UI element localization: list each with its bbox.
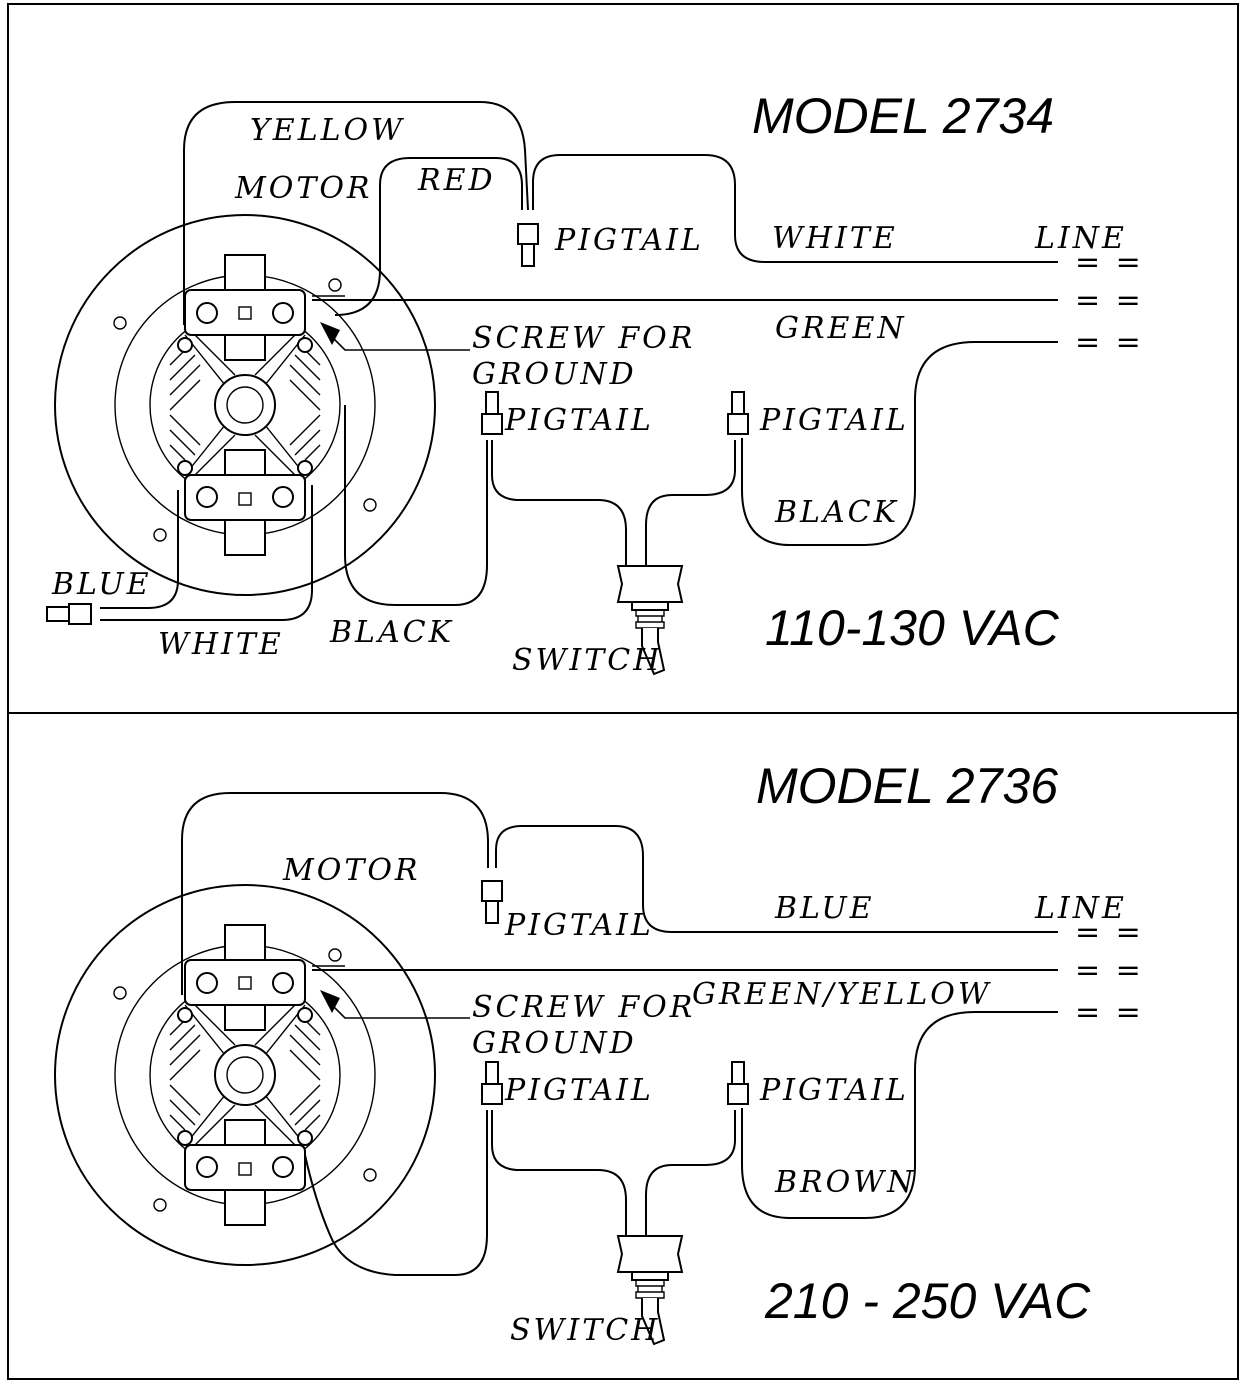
line-dashes-1: = =: [1075, 915, 1144, 950]
wire-yellow: [183, 101, 529, 325]
wire-brown-line: [741, 1011, 1058, 1219]
label-pigtail-right: PIGTAIL: [759, 403, 909, 438]
panel-model-2736: MODEL 2736 210 - 250 VAC MOTOR PIGTAIL B…: [54, 758, 1144, 1348]
line-dashes-1: = =: [1075, 245, 1144, 280]
label-pigtail-left: PIGTAIL: [504, 1073, 654, 1108]
label-line: LINE: [1034, 891, 1127, 926]
wire-switch-right: [645, 440, 736, 565]
label-pigtail-left: PIGTAIL: [504, 403, 654, 438]
pigtail-left: [481, 391, 503, 435]
motor: [54, 884, 436, 1266]
model-title: MODEL 2736: [756, 758, 1058, 814]
label-black-motor: BLACK: [329, 615, 454, 650]
label-switch: SWITCH: [512, 643, 662, 678]
label-green: GREEN: [775, 311, 907, 346]
wire-motor-top: [181, 792, 489, 995]
ground-arrowhead: [320, 990, 340, 1013]
ground-arrowhead: [320, 322, 340, 345]
label-switch: SWITCH: [510, 1313, 660, 1348]
wire-black-motor: [344, 405, 488, 606]
label-white-line: WHITE: [772, 221, 898, 256]
label-white-motor: WHITE: [158, 627, 284, 662]
voltage-rating: 210 - 250 VAC: [764, 1273, 1091, 1329]
wire-black-line: [741, 341, 1058, 546]
label-yellow: YELLOW: [250, 113, 405, 148]
label-blue: BLUE: [51, 567, 152, 602]
label-ground: GROUND: [472, 1026, 637, 1061]
wire-motor-bottom: [304, 1110, 488, 1276]
wire-switch-left: [491, 1110, 627, 1235]
line-dashes-3: = =: [1075, 325, 1144, 360]
pigtail-right: [727, 391, 749, 435]
wire-blue-line: [495, 825, 1058, 933]
pigtail-top: [517, 223, 539, 267]
label-pigtail-right: PIGTAIL: [759, 1073, 909, 1108]
wire-red: [334, 157, 523, 316]
line-dashes-2: = =: [1075, 953, 1144, 988]
line-dashes-3: = =: [1075, 995, 1144, 1030]
label-motor: MOTOR: [282, 853, 421, 888]
label-ground: GROUND: [472, 357, 637, 392]
motor: [54, 214, 436, 596]
wire-blue: [100, 490, 179, 609]
label-blue-line: BLUE: [774, 891, 875, 926]
label-screw-for: SCREW FOR: [472, 990, 695, 1025]
pigtail-right: [727, 1061, 749, 1105]
diagram-frame: [7, 3, 1239, 1380]
pigtail-top: [481, 880, 503, 924]
label-pigtail-top: PIGTAIL: [504, 908, 654, 943]
label-screw-for: SCREW FOR: [472, 321, 695, 356]
wire-switch-left: [491, 440, 627, 565]
wire-white-motor: [100, 485, 313, 621]
pigtail-left: [481, 1061, 503, 1105]
line-dashes-2: = =: [1075, 283, 1144, 318]
voltage-rating: 110-130 VAC: [765, 600, 1060, 656]
label-line: LINE: [1034, 221, 1127, 256]
label-brown: BROWN: [774, 1165, 916, 1200]
label-black-line: BLACK: [774, 495, 899, 530]
label-pigtail-top: PIGTAIL: [554, 223, 704, 258]
panel-model-2734: MODEL 2734 110-130 VAC YELLO: [46, 88, 1144, 678]
wire-switch-right: [645, 1110, 736, 1235]
label-green-yellow: GREEN/YELLOW: [692, 977, 992, 1012]
label-motor: MOTOR: [234, 171, 373, 206]
label-red: RED: [417, 163, 496, 198]
pigtail-blue: [46, 603, 92, 625]
wire-white-line: [532, 154, 1058, 263]
model-title: MODEL 2734: [752, 88, 1054, 144]
